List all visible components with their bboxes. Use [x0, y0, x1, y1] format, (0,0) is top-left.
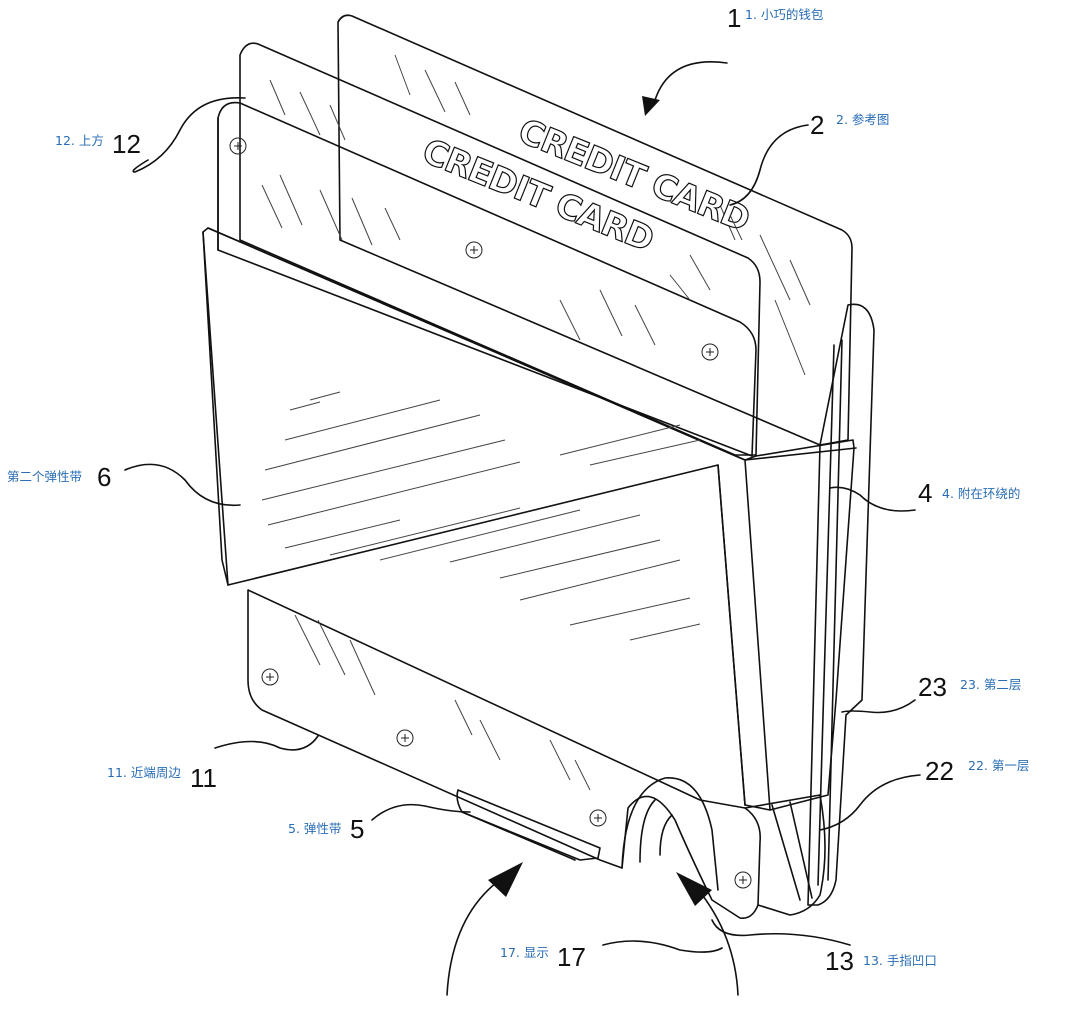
lower-plate [247, 589, 762, 920]
middle-card [239, 42, 761, 456]
leader-2 [729, 124, 809, 206]
label-6-number: 6 [97, 462, 111, 492]
label-4-number: 4 [918, 478, 932, 508]
label-13-number: 13 [825, 946, 854, 976]
label-22-number: 22 [925, 756, 954, 786]
label-22-caption: 22. 第一层 [968, 758, 1029, 773]
view-arrow-left-head [488, 862, 523, 897]
label-11-caption: 11. 近端周边 [107, 765, 181, 780]
lower-screw-icons [261, 668, 752, 889]
leader-22 [819, 774, 921, 831]
band-hatching [261, 391, 701, 641]
label-2-caption: 2. 参考图 [836, 112, 889, 127]
label-1-caption: 1. 小巧的钱包 [745, 7, 823, 22]
side-layer-23 [807, 303, 875, 906]
leader-11 [214, 735, 319, 751]
label-2-number: 2 [810, 110, 824, 140]
first-elastic-band [456, 789, 601, 861]
back-card-hatching [394, 54, 811, 376]
view-arrow-right-head [676, 872, 712, 906]
label-23-number: 23 [918, 672, 947, 702]
leader-12 [132, 96, 246, 173]
screw-icons [229, 137, 719, 361]
front-plate [217, 101, 757, 457]
middle-card-hatching [269, 79, 711, 291]
second-elastic-band [202, 227, 855, 811]
leader-5 [371, 803, 471, 821]
leader-23 [841, 699, 916, 714]
label-1-number: 1 [727, 3, 741, 33]
label-6-caption: 第二个弹性带 [7, 469, 82, 484]
back-credit-card [337, 14, 853, 446]
label-11-number: 11 [190, 763, 217, 793]
leader-6 [124, 463, 241, 507]
finger-notch [621, 777, 719, 891]
leader-4 [829, 486, 916, 512]
label-13-caption: 13. 手指凹口 [863, 953, 937, 968]
label-23-caption: 23. 第二层 [960, 677, 1021, 692]
leader-17 [602, 940, 723, 953]
label-17-number: 17 [557, 942, 586, 972]
label-12-number: 12 [112, 129, 141, 159]
label-4-caption: 4. 附在环绕的 [942, 486, 1020, 501]
label-12-caption: 12. 上方 [55, 133, 104, 148]
label-5-number: 5 [350, 814, 364, 844]
label-17-caption: 17. 显示 [500, 945, 549, 960]
label-5-caption: 5. 弹性带 [288, 821, 341, 836]
leader-13 [711, 919, 851, 946]
front-plate-hatching [261, 174, 743, 346]
